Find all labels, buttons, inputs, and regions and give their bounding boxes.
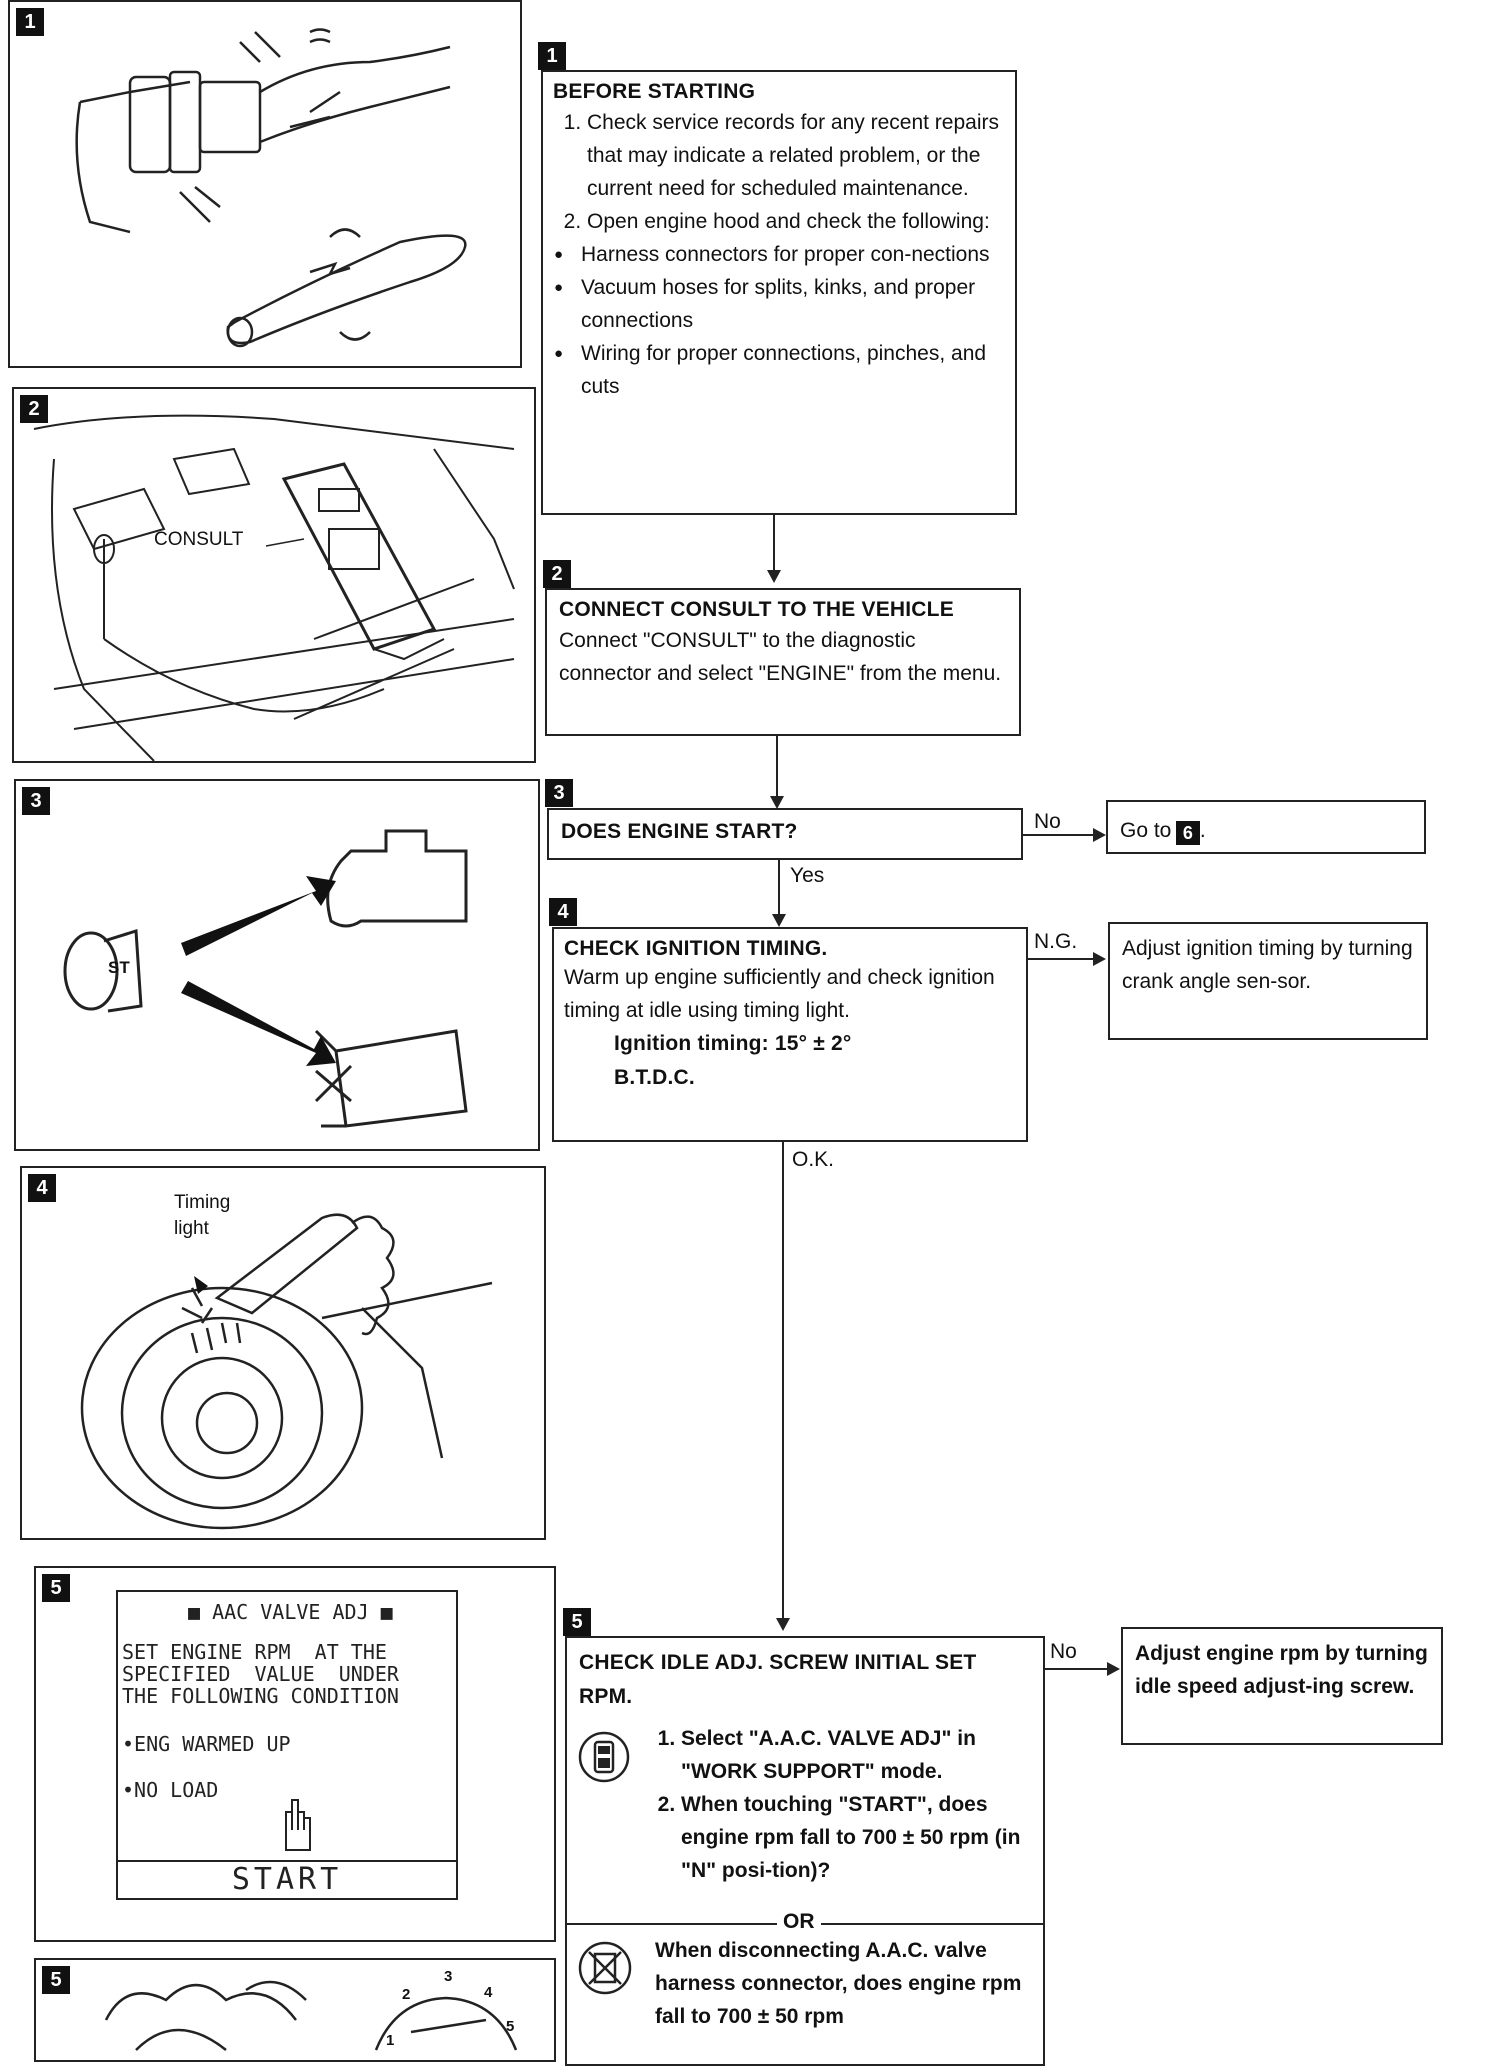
ignition-start-illustration — [63, 829, 468, 1128]
illustration-panel-3: 3 ST — [14, 779, 540, 1151]
step-4-adjust-text: Adjust ignition timing by turning crank … — [1122, 937, 1413, 993]
timing-light-label-1: Timing — [174, 1192, 231, 1213]
gauge-tick-3: 3 — [444, 1968, 453, 1985]
step-4-title: CHECK IGNITION TIMING. — [564, 937, 828, 960]
step-1-bullet-1: Harness connectors for proper con-nectio… — [554, 238, 1005, 271]
connector-3-4 — [778, 860, 780, 914]
step-4-box: CHECK IGNITION TIMING. Warm up engine su… — [552, 927, 1028, 1142]
hose-connector-illustration — [75, 28, 467, 348]
step-5-item-1: Select "A.A.C. VALVE ADJ" in "WORK SUPPO… — [681, 1722, 1031, 1788]
screen-line-2: SPECIFIED VALUE UNDER — [122, 1662, 399, 1686]
screen-title: ■ AAC VALVE ADJ ■ — [188, 1600, 393, 1624]
step-1-bullet-3: Wiring for proper connections, pinches, … — [554, 337, 1005, 403]
step-5-no-label: No — [1050, 1640, 1077, 1663]
start-label: START — [231, 1862, 343, 1897]
disconnect-connector-icon — [578, 1941, 632, 1995]
consult-label: CONSULT — [154, 529, 244, 550]
arrow-3-4 — [772, 914, 786, 927]
step-1-title: BEFORE STARTING — [553, 80, 756, 103]
screen-condition-2: •NO LOAD — [122, 1778, 219, 1802]
arrow-1-2 — [767, 570, 781, 583]
arrow-4-ng — [1093, 952, 1106, 966]
step-number-1: 1 — [538, 42, 566, 70]
connector-5-no — [1045, 1668, 1107, 1670]
arrow-3-no — [1093, 828, 1106, 842]
step-3-yes-label: Yes — [790, 864, 825, 887]
screen-line-1: SET ENGINE RPM AT THE — [122, 1640, 387, 1664]
step-4-spec-2: B.T.D.C. — [614, 1066, 695, 1089]
step-5-adjust-box: Adjust engine rpm by turning idle speed … — [1121, 1627, 1443, 1745]
consult-vehicle-illustration — [33, 414, 515, 761]
gauge-tick-5: 5 — [506, 2018, 515, 2035]
step-2-box: CONNECT CONSULT TO THE VEHICLE Connect "… — [545, 588, 1021, 736]
illustration-panel-1: 1 — [8, 0, 522, 368]
step-number-3: 3 — [545, 779, 573, 807]
step-4-adjust-box: Adjust ignition timing by turning crank … — [1108, 922, 1428, 1040]
step-3-title: DOES ENGINE START? — [561, 820, 798, 843]
step-1-item-2: Open engine hood and check the following… — [587, 205, 1005, 238]
step-3-box: DOES ENGINE START? — [547, 808, 1023, 860]
st-key-label: ST — [108, 958, 130, 977]
arrow-2-3 — [770, 796, 784, 809]
panel-number-2: 2 — [20, 395, 48, 423]
step-number-2: 2 — [543, 560, 571, 588]
goto-tail: . — [1199, 819, 1206, 842]
step-5-box: CHECK IDLE ADJ. SCREW INITIAL SET RPM. S… — [565, 1636, 1045, 2066]
step-5-alt-text: When disconnecting A.A.C. valve harness … — [655, 1939, 1022, 2028]
step-number-5: 5 — [563, 1608, 591, 1636]
arrow-4-5 — [776, 1618, 790, 1631]
step-5-adjust-text: Adjust engine rpm by turning idle speed … — [1135, 1642, 1428, 1698]
gauge-tick-4: 4 — [484, 1984, 493, 2001]
goto-step-number[interactable]: 6 — [1175, 820, 1200, 845]
gauge-tick-1: 1 — [386, 2032, 395, 2049]
goto-6-box: Go to 6. — [1106, 800, 1426, 854]
step-1-item-1: Check service records for any recent rep… — [587, 106, 1005, 205]
tachometer-illustration — [104, 1980, 518, 2051]
connector-2-3 — [776, 736, 778, 796]
step-4-ng-label: N.G. — [1034, 930, 1078, 953]
timing-light-label-2: light — [174, 1218, 209, 1239]
step-number-4: 4 — [549, 898, 577, 926]
panel-number-5b: 5 — [42, 1966, 70, 1994]
illustration-panel-4: 4 Timing light — [20, 1166, 546, 1540]
screen-condition-1: •ENG WARMED UP — [122, 1732, 291, 1756]
screen-start-button[interactable]: START — [116, 1860, 458, 1900]
consult-mode-icon — [578, 1731, 630, 1783]
timing-light-illustration — [80, 1213, 493, 1530]
step-5-title: CHECK IDLE ADJ. SCREW INITIAL SET RPM. — [579, 1651, 977, 1708]
step-1-bullet-2: Vacuum hoses for splits, kinks, and prop… — [554, 271, 1005, 337]
illustration-panel-5a: 5 ■ AAC VALVE ADJ ■ SET ENGINE RPM AT TH… — [34, 1566, 556, 1942]
arrow-5-no — [1107, 1662, 1120, 1676]
connector-4-ng — [1028, 958, 1094, 960]
screen-line-3: THE FOLLOWING CONDITION — [122, 1684, 399, 1708]
step-3-no-label: No — [1034, 810, 1061, 833]
panel-number-3: 3 — [22, 787, 50, 815]
connector-1-2 — [773, 515, 775, 570]
step-2-text: Connect "CONSULT" to the diagnostic conn… — [559, 629, 1002, 685]
goto-text: Go to — [1120, 819, 1172, 842]
illustration-panel-2: 2 CONSULT — [12, 387, 536, 763]
pointing-hand-icon — [285, 1799, 311, 1851]
step-4-text: Warm up engine sufficiently and check ig… — [564, 966, 995, 1022]
step-5-item-2: When touching "START", does engine rpm f… — [681, 1788, 1031, 1887]
step-2-title: CONNECT CONSULT TO THE VEHICLE — [559, 598, 954, 621]
panel-number-4: 4 — [28, 1174, 56, 1202]
or-label: OR — [777, 1910, 821, 1934]
gauge-tick-2: 2 — [402, 1986, 411, 2003]
connector-3-no — [1023, 834, 1095, 836]
panel-number-1: 1 — [16, 8, 44, 36]
connector-4-5 — [782, 1142, 784, 1618]
illustration-panel-5b: 5 1 2 3 4 5 — [34, 1958, 556, 2062]
panel-number-5a: 5 — [42, 1574, 70, 1602]
step-4-spec-1: Ignition timing: 15° ± 2° — [614, 1032, 852, 1055]
step-4-ok-label: O.K. — [792, 1148, 835, 1171]
step-1-box: BEFORE STARTING Check service records fo… — [541, 70, 1017, 515]
